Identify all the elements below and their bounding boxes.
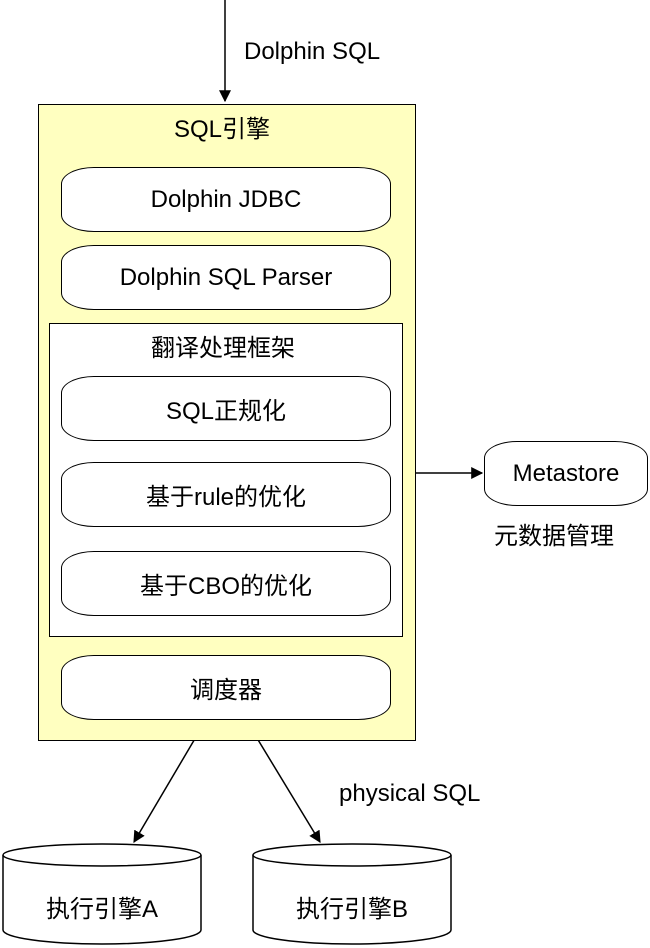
metastore-node: Metastore <box>484 441 648 506</box>
cbo-optimization-node: 基于CBO的优化 <box>61 551 391 616</box>
jdbc-node: Dolphin JDBC <box>61 167 391 232</box>
sql-normalization-node: SQL正规化 <box>61 376 391 441</box>
executor-b-cylinder <box>252 843 452 945</box>
rule-optimization-node: 基于rule的优化 <box>61 462 391 527</box>
executor-b-label: 执行引擎B <box>295 896 408 923</box>
metastore-caption: 元数据管理 <box>494 523 614 550</box>
executor-a-cylinder <box>2 843 202 945</box>
input-sql-label: Dolphin SQL <box>244 38 381 65</box>
framework-title: 翻译处理框架 <box>151 335 295 362</box>
scheduler-node: 调度器 <box>61 655 391 720</box>
parser-node: Dolphin SQL Parser <box>61 245 391 310</box>
executor-a-label: 执行引擎A <box>45 896 158 923</box>
physical-sql-label: physical SQL <box>339 780 481 807</box>
sql-engine-title: SQL引擎 <box>174 116 271 143</box>
